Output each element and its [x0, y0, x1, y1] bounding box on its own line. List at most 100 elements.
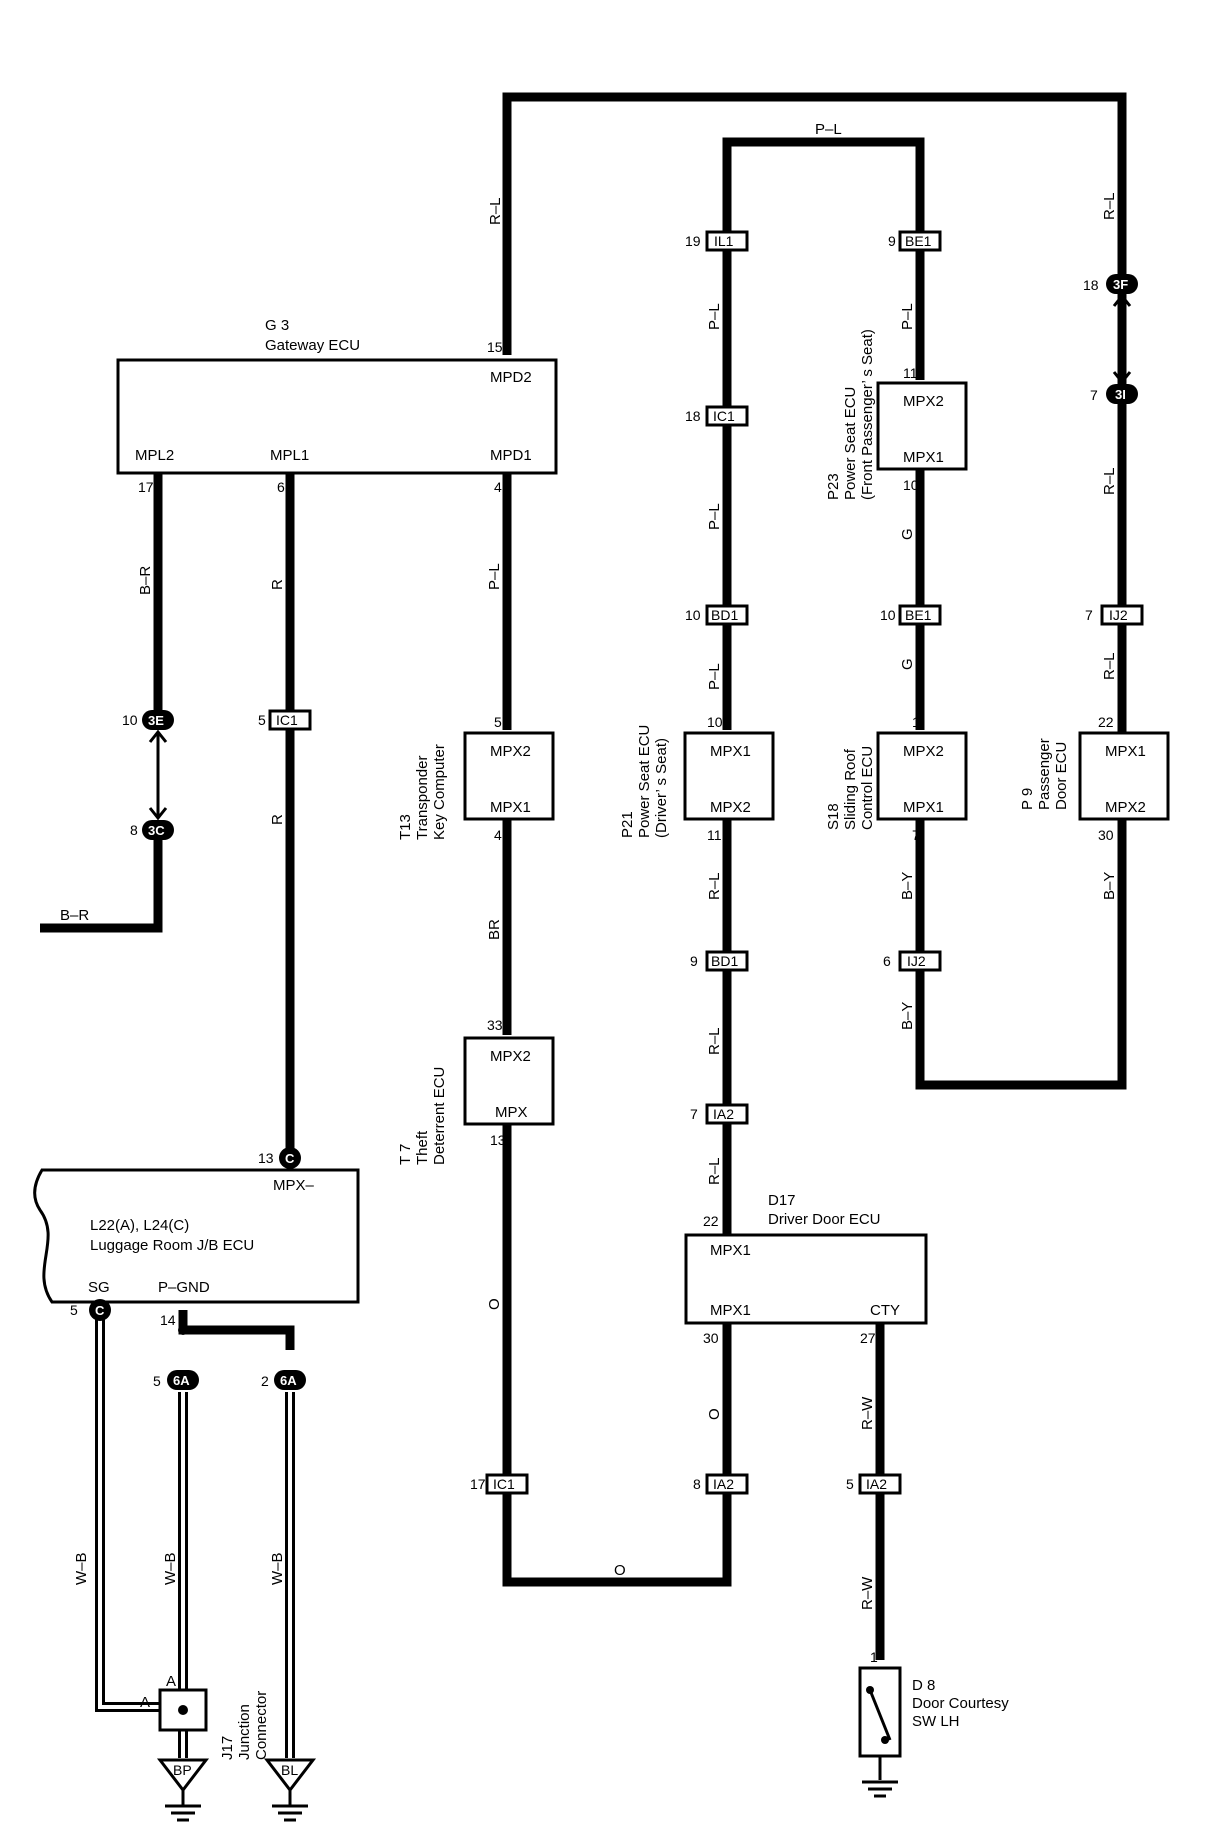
connector-c-mpx: C: [285, 1151, 295, 1166]
svg-text:MPX1: MPX1: [903, 449, 944, 466]
connector-ic1-driver: IC1: [713, 408, 735, 424]
svg-text:8: 8: [130, 822, 138, 838]
svg-text:Theft: Theft: [414, 1130, 431, 1165]
svg-text:P–L: P–L: [706, 503, 723, 530]
junction-id: J17: [219, 1736, 236, 1760]
svg-text:B–R: B–R: [60, 907, 89, 924]
luggage-name: Luggage Room J/B ECU: [90, 1237, 254, 1254]
svg-text:B–Y: B–Y: [899, 1002, 916, 1030]
splice-point: [178, 1325, 188, 1335]
svg-text:13: 13: [490, 1132, 506, 1148]
connector-ia2-upper: IA2: [713, 1106, 734, 1122]
connector-ic1-left: IC1: [276, 712, 298, 728]
svg-text:MPX1: MPX1: [490, 799, 531, 816]
svg-text:Sliding Roof: Sliding Roof: [842, 748, 859, 830]
gateway-pin-mpd1: MPD1: [490, 447, 532, 464]
ground-wires: [95, 1315, 295, 1758]
svg-text:R–L: R–L: [1101, 467, 1118, 495]
gateway-pin-mpl1: MPL1: [270, 447, 309, 464]
pass-door-id: P 9: [1019, 788, 1036, 810]
roof-id: S18: [825, 803, 842, 830]
svg-text:MPX2: MPX2: [710, 799, 751, 816]
connector-c-sg: C: [95, 1303, 105, 1318]
svg-text:G: G: [899, 528, 916, 540]
gateway-ecu: G 3 Gateway ECU MPD2 MPL2 MPL1 MPD1: [116, 317, 558, 475]
svg-text:CTY: CTY: [870, 1302, 900, 1319]
svg-text:R–L: R–L: [1101, 652, 1118, 680]
wire-rl-top-loop: [502, 92, 1127, 1090]
svg-text:11: 11: [707, 827, 722, 843]
svg-text:7: 7: [1090, 387, 1098, 403]
svg-text:9: 9: [690, 953, 698, 969]
svg-text:O: O: [614, 1562, 626, 1579]
svg-text:A: A: [140, 1694, 150, 1711]
svg-text:R–L: R–L: [706, 1027, 723, 1055]
svg-text:5: 5: [494, 714, 502, 730]
svg-text:SG: SG: [88, 1279, 110, 1296]
connector-3i: 3I: [1115, 387, 1126, 402]
svg-text:O: O: [706, 1408, 723, 1420]
svg-text:P–L: P–L: [706, 663, 723, 690]
connector-ia2-cty: IA2: [866, 1476, 887, 1492]
gateway-name: Gateway ECU: [265, 337, 360, 354]
svg-text:4: 4: [494, 479, 502, 495]
connector-3e: 3E: [148, 713, 164, 728]
connector-bd1-upper: BD1: [711, 607, 738, 623]
svg-text:(Driver’ s Seat): (Driver’ s Seat): [653, 738, 670, 838]
driver-door-id: D17: [768, 1192, 796, 1209]
svg-text:R–L: R–L: [706, 872, 723, 900]
connector-ij2-right: IJ2: [1109, 607, 1128, 623]
svg-text:B–Y: B–Y: [1101, 872, 1118, 900]
wire-o-theft-bottom: [502, 1125, 732, 1587]
svg-text:5: 5: [153, 1373, 161, 1389]
svg-text:5: 5: [70, 1302, 78, 1318]
svg-text:9: 9: [888, 233, 896, 249]
svg-text:10: 10: [880, 607, 896, 623]
svg-text:17: 17: [138, 479, 154, 495]
door-courtesy-switch: D 8 Door Courtesy SW LH: [858, 1666, 1009, 1780]
passenger-door-ecu: MPX1 MPX2 P 9 Passenger Door ECU: [1019, 731, 1170, 821]
connector-il1: IL1: [714, 233, 734, 249]
gateway-pin-mpd2: MPD2: [490, 369, 532, 386]
theft-id: T 7: [397, 1144, 414, 1165]
connector-ia2-bottom: IA2: [713, 1476, 734, 1492]
svg-text:30: 30: [703, 1330, 719, 1346]
svg-text:Deterrent ECU: Deterrent ECU: [431, 1067, 448, 1165]
svg-text:R: R: [269, 814, 286, 825]
svg-text:Connector: Connector: [253, 1691, 270, 1760]
svg-text:MPX1: MPX1: [710, 1302, 751, 1319]
connector-3c: 3C: [148, 823, 165, 838]
svg-text:13: 13: [258, 1150, 274, 1166]
wire-labels: R–L P–L R–L P–L P–L R–L P–L G P–L B–R R …: [60, 121, 1118, 1610]
driver-door-ecu: D17 Driver Door ECU MPX1 MPX1 CTY: [684, 1192, 928, 1325]
svg-text:10: 10: [707, 714, 723, 730]
svg-text:5: 5: [258, 712, 266, 728]
luggage-room-jb-ecu: L22(A), L24(C) Luggage Room J/B ECU MPX–…: [33, 1168, 360, 1304]
svg-text:Control ECU: Control ECU: [859, 746, 876, 830]
svg-text:Door ECU: Door ECU: [1053, 742, 1070, 810]
svg-text:R–L: R–L: [706, 1157, 723, 1185]
svg-text:33: 33: [487, 1017, 503, 1033]
svg-text:W–B: W–B: [162, 1552, 179, 1585]
svg-text:7: 7: [1085, 607, 1093, 623]
gateway-pin-mpl2: MPL2: [135, 447, 174, 464]
svg-text:MPX2: MPX2: [1105, 799, 1146, 816]
courtesy-id: D 8: [912, 1677, 935, 1694]
svg-text:MPX2: MPX2: [490, 1048, 531, 1065]
svg-text:SW LH: SW LH: [912, 1713, 960, 1730]
transponder-key-computer: MPX2 MPX1 T13 Transponder Key Computer: [397, 731, 555, 840]
svg-text:R–W: R–W: [859, 1396, 876, 1430]
theft-deterrent-ecu: MPX2 MPX T 7 Theft Deterrent ECU: [397, 1036, 555, 1165]
svg-text:MPX1: MPX1: [903, 799, 944, 816]
connector-6a-right: 6A: [280, 1373, 297, 1388]
svg-text:R–L: R–L: [1101, 192, 1118, 220]
svg-text:1: 1: [870, 1649, 878, 1665]
svg-text:18: 18: [685, 408, 701, 424]
svg-text:30: 30: [1098, 827, 1114, 843]
svg-text:22: 22: [703, 1213, 719, 1229]
connector-ic1-bottom: IC1: [493, 1476, 515, 1492]
svg-text:P–L: P–L: [815, 121, 842, 138]
svg-text:G: G: [899, 658, 916, 670]
connector-6a-left: 6A: [173, 1373, 190, 1388]
